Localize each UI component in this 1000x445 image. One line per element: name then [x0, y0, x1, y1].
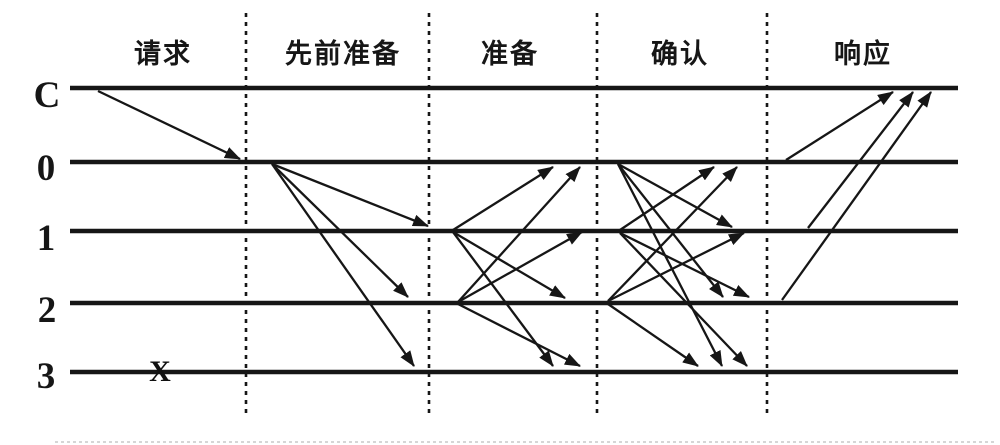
arrow-prepare-2-to-0: [457, 166, 581, 303]
arrow-pre-prepare-0-to-2: [271, 163, 409, 298]
labels-layer: 请求 先前准备 准备 确认 响应 C 0 1 2 3 X: [34, 38, 892, 397]
phase-label-reply: 响应: [834, 38, 892, 69]
arrow-commit-2-to-0: [607, 166, 738, 302]
phase-label-prepare: 准备: [481, 39, 539, 69]
arrow-prepare-1-to-2: [452, 231, 566, 299]
arrow-reply-1-to-C: [807, 91, 914, 229]
node-label-replica-0: 0: [37, 148, 56, 189]
arrow-request-C-to-0: [97, 89, 241, 161]
arrow-commit-2-to-3: [607, 303, 699, 367]
phase-label-pre-prepare: 先前准备: [285, 38, 401, 69]
node-lifelines: [70, 85, 958, 375]
arrow-commit-1-to-3: [619, 232, 748, 367]
phase-label-commit: 确认: [651, 38, 709, 69]
arrow-commit-1-to-0: [619, 166, 715, 231]
arrow-prepare-1-to-0: [452, 166, 554, 231]
arrow-pre-prepare-0-to-1: [271, 162, 429, 228]
arrow-prepare-2-to-1: [457, 230, 583, 304]
phase-label-request: 请求: [134, 39, 192, 69]
arrow-pre-prepare-0-to-3: [271, 163, 415, 367]
arrow-reply-2-to-C: [781, 91, 932, 301]
node-label-client-c: C: [34, 75, 61, 116]
arrow-commit-1-to-2: [619, 231, 750, 299]
failure-x-mark: X: [149, 355, 171, 388]
arrow-commit-2-to-1: [607, 231, 745, 303]
node-label-replica-3: 3: [37, 356, 56, 397]
node-label-replica-1: 1: [37, 218, 56, 259]
arrow-reply-0-to-C: [785, 91, 894, 161]
phase-separator-lines: [244, 13, 769, 413]
arrow-commit-0-to-1: [617, 162, 733, 229]
arrow-commit-0-to-3: [616, 163, 724, 367]
message-arrows: [97, 89, 932, 368]
arrow-prepare-2-to-3: [457, 302, 581, 368]
node-label-replica-2: 2: [38, 290, 57, 331]
